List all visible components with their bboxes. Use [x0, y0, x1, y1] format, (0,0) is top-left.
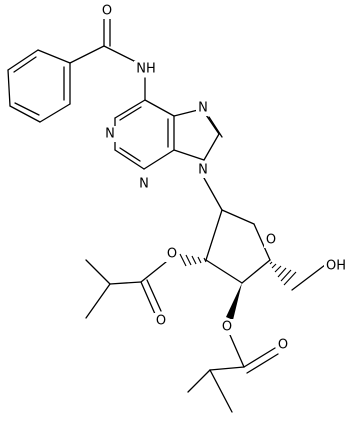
purine-n1-label: N	[105, 127, 115, 142]
atom-label-n7: N	[196, 100, 210, 116]
purine-n3-label: N	[139, 177, 149, 192]
hydroxymethyl-hashed-bond	[269, 261, 297, 286]
isobutyrate-3	[187, 334, 279, 413]
ch2-oh-bond	[291, 264, 326, 291]
glycosidic-bond	[203, 177, 223, 211]
benzene-ring	[7, 49, 71, 123]
purine-five-ring	[173, 108, 223, 161]
carbonyl-oxygen-3-label: O	[278, 338, 288, 353]
atom-label-carbonyl-o-3: O	[276, 337, 290, 353]
hydroxyl-label: OH	[326, 259, 346, 274]
atom-label-ester-o-2: O	[165, 246, 179, 262]
purine-six-ring	[114, 99, 175, 170]
atom-label-oh: OH	[324, 258, 348, 274]
atom-label-ester-o-3: O	[220, 319, 234, 335]
ribose-ring-oxygen-label: O	[266, 233, 276, 248]
c2-ester-hashed-bond	[179, 253, 207, 267]
atom-label-carbonyl-o-2: O	[154, 313, 168, 329]
isobutyrate-2	[85, 259, 167, 319]
atom-label-n9: N	[196, 162, 210, 178]
ester-oxygen-3-label: O	[222, 320, 232, 335]
atom-label-carbonyl-o: O	[99, 3, 113, 19]
atom-label-nh: NH	[134, 61, 158, 77]
purine-n7-label: N	[198, 101, 208, 116]
atom-label-n3: N	[137, 176, 151, 192]
atom-label-n1: N	[103, 126, 117, 142]
carbonyl-oxygen-2-label: O	[156, 314, 166, 329]
c3-ester-wedge-bond	[226, 283, 242, 320]
ribose-ring	[205, 209, 271, 284]
amide-nh-label: NH	[136, 62, 156, 77]
amide-linkage	[69, 15, 146, 101]
atom-label-ring-o: O	[264, 232, 278, 248]
purine-n9-label: N	[198, 163, 208, 178]
carbonyl-oxygen-label: O	[102, 4, 112, 19]
ester-oxygen-2-label: O	[167, 247, 177, 262]
